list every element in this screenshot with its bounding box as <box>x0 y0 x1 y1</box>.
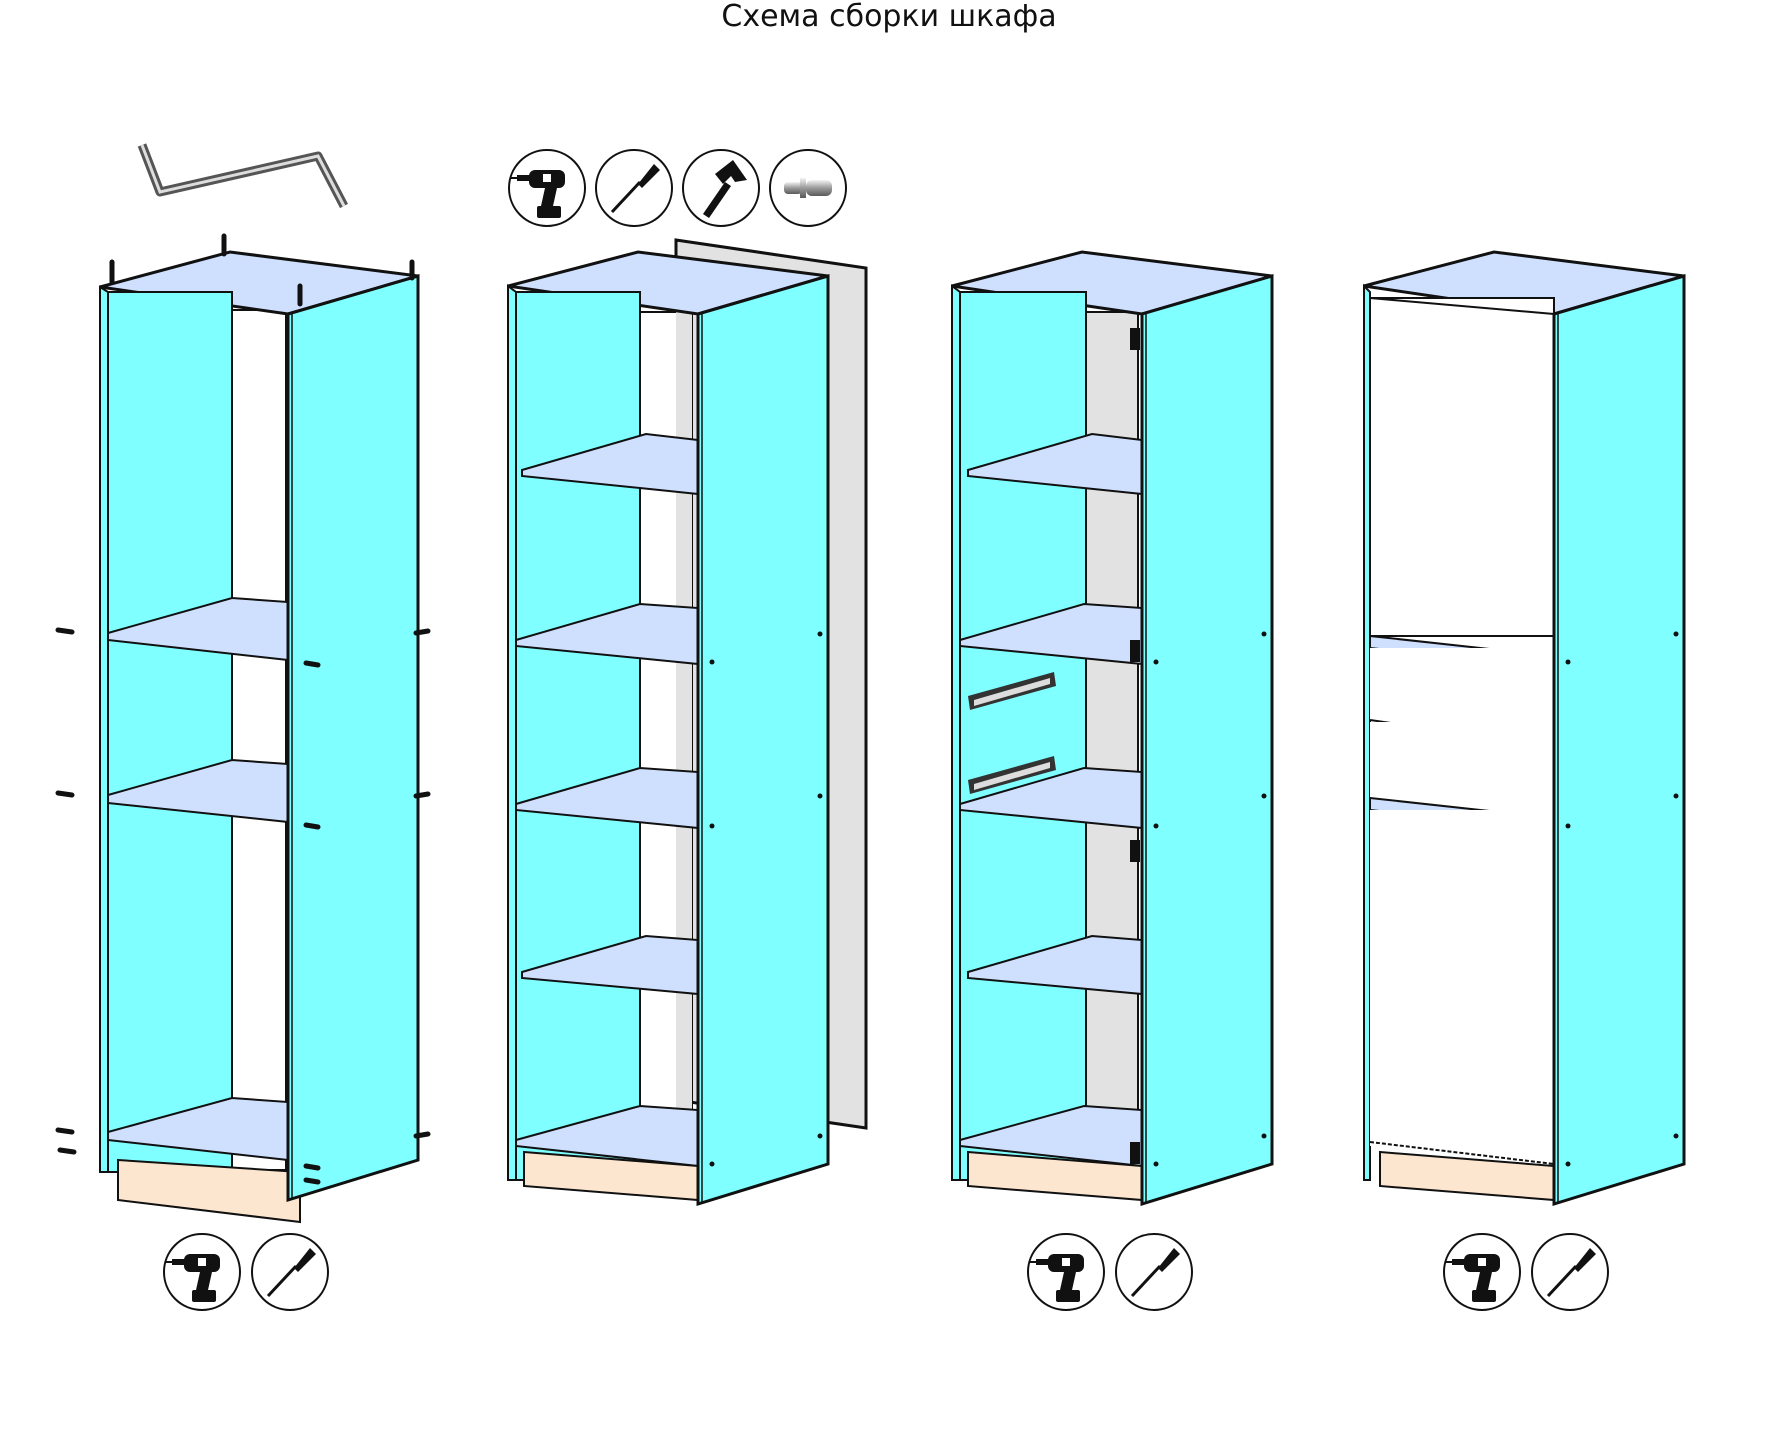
plinth <box>117 1158 301 1224</box>
step-3-cabinet <box>951 250 1274 1312</box>
shelf-pin-icon <box>769 149 847 227</box>
drawer-front <box>1370 722 1554 798</box>
drill-icon <box>508 149 586 227</box>
step-4-cabinet <box>1363 250 1686 1312</box>
step-1-cabinet <box>55 143 431 1312</box>
hinges <box>1130 328 1140 1164</box>
screwdriver-icon <box>250 1232 330 1312</box>
drawer-runners <box>968 672 1056 794</box>
lower-door <box>1370 810 1554 1146</box>
drawer-front <box>1370 648 1554 720</box>
drill-icon <box>1443 1233 1521 1311</box>
hammer-icon <box>682 149 760 227</box>
step-2-cabinet <box>507 148 868 1207</box>
screwdriver-icon <box>1114 1232 1194 1312</box>
drill-icon <box>163 1233 241 1311</box>
plinth <box>1379 1150 1555 1202</box>
upper-door <box>1369 297 1555 637</box>
drill-icon <box>1027 1233 1105 1311</box>
screwdriver-icon <box>594 148 674 228</box>
diagram-title: Схема сборки шкафа <box>721 0 1057 34</box>
hex-key-icon <box>137 143 348 209</box>
screwdriver-icon <box>1530 1232 1610 1312</box>
confirmat-screws <box>55 233 431 1185</box>
